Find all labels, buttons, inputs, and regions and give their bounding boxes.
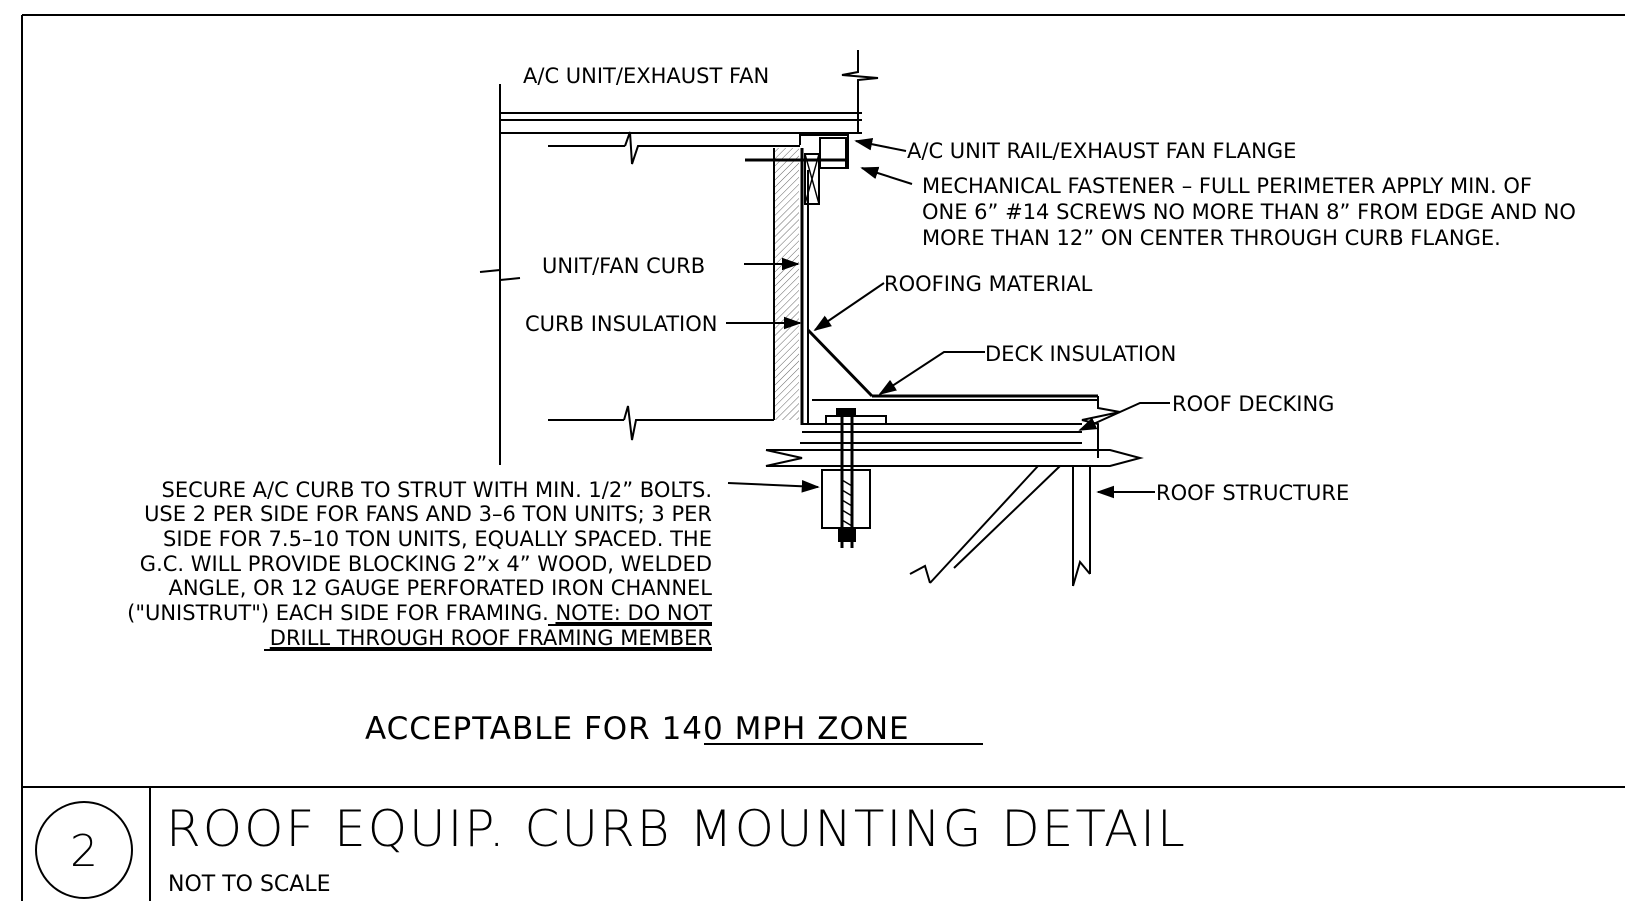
note-line-1: SECURE A/C CURB TO STRUT WITH MIN. 1/2” … bbox=[162, 478, 713, 502]
zone-value: 140 MPH ZONE bbox=[662, 711, 910, 747]
detail-title: ROOF EQUIP. CURB MOUNTING DETAIL bbox=[166, 800, 1187, 858]
note-line-3: SIDE FOR 7.5–10 TON UNITS, EQUALLY SPACE… bbox=[163, 527, 712, 551]
note-line-7: DRILL THROUGH ROOF FRAMING MEMBER bbox=[270, 626, 712, 650]
label-curb-insulation: CURB INSULATION bbox=[525, 312, 718, 336]
note-line-4: G.C. WILL PROVIDE BLOCKING 2”x 4” WOOD, … bbox=[140, 552, 712, 576]
label-fastener-line1: MECHANICAL FASTENER – FULL PERIMETER APP… bbox=[922, 174, 1532, 198]
note-line-6-text: ("UNISTRUT") EACH SIDE FOR FRAMING. bbox=[127, 601, 555, 625]
scale-note: NOT TO SCALE bbox=[168, 872, 331, 897]
zone-note: ACCEPTABLE FOR 140 MPH ZONE bbox=[365, 711, 910, 747]
curb-insulation-hatch bbox=[774, 148, 799, 420]
detail-number: 2 bbox=[70, 826, 98, 877]
note-line-2: USE 2 PER SIDE FOR FANS AND 3–6 TON UNIT… bbox=[144, 502, 712, 526]
roof-assembly bbox=[548, 328, 1144, 467]
label-roof-structure: ROOF STRUCTURE bbox=[1156, 481, 1349, 505]
ac-unit-outline bbox=[479, 50, 879, 465]
label-deck-insulation: DECK INSULATION bbox=[985, 342, 1176, 366]
sheet-frame bbox=[21, 14, 1625, 901]
zone-prefix: ACCEPTABLE FOR bbox=[365, 711, 662, 747]
unit-fan-curb bbox=[745, 134, 849, 425]
roof-structure-members bbox=[909, 465, 1091, 587]
detail-number-circle bbox=[35, 801, 133, 899]
label-roof-decking: ROOF DECKING bbox=[1172, 392, 1334, 416]
bolt-note: SECURE A/C CURB TO STRUT WITH MIN. 1/2” … bbox=[127, 478, 713, 651]
label-curb: UNIT/FAN CURB bbox=[542, 254, 705, 278]
leaders bbox=[726, 137, 1170, 499]
label-fastener-line2: ONE 6” #14 SCREWS NO MORE THAN 8” FROM E… bbox=[922, 200, 1576, 224]
label-unit-rail: A/C UNIT RAIL/EXHAUST FAN FLANGE bbox=[907, 139, 1296, 163]
label-roofing-material: ROOFING MATERIAL bbox=[884, 272, 1093, 296]
label-fastener-line3: MORE THAN 12” ON CENTER THROUGH CURB FLA… bbox=[922, 226, 1501, 250]
label-ac-unit: A/C UNIT/EXHAUST FAN bbox=[523, 64, 769, 88]
note-line-6: ("UNISTRUT") EACH SIDE FOR FRAMING. NOTE… bbox=[127, 601, 712, 625]
strut-bolt bbox=[821, 408, 887, 548]
note-line-5: ANGLE, OR 12 GAUGE PERFORATED IRON CHANN… bbox=[168, 576, 712, 600]
note-do-not: NOTE: DO NOT bbox=[555, 601, 712, 625]
